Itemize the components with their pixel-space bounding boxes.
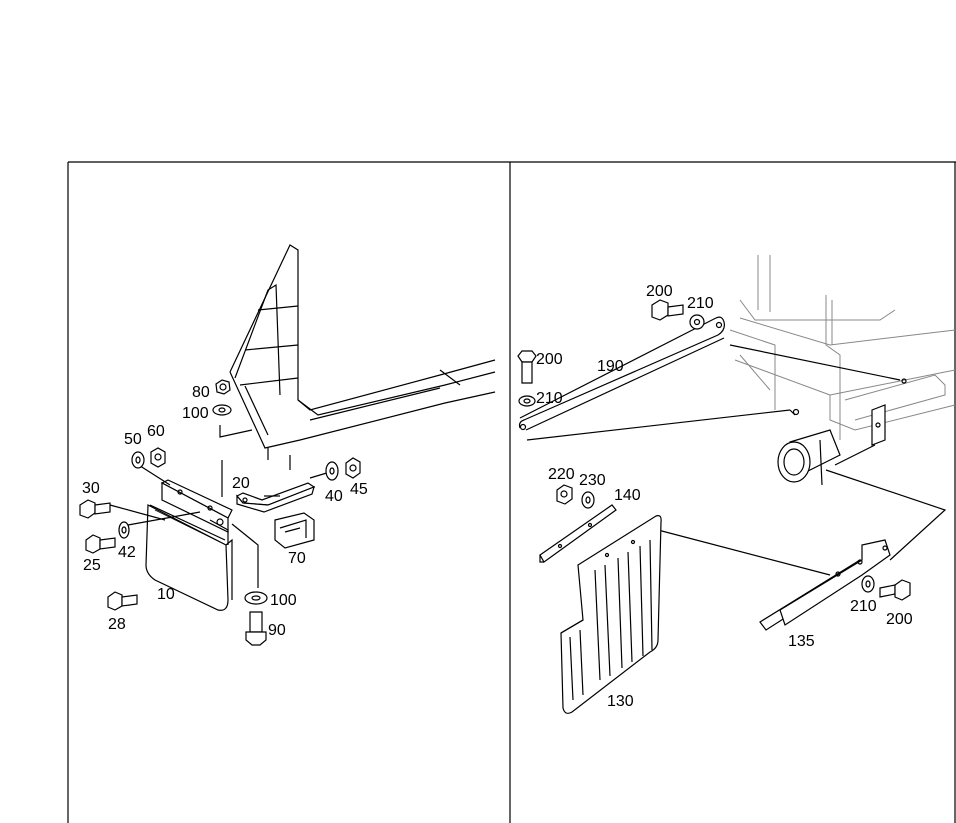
label-45: 45 — [350, 481, 368, 498]
bracket-part — [160, 479, 233, 545]
label-42: 42 — [118, 544, 136, 561]
washer-40-icon — [325, 461, 339, 481]
label-80: 80 — [192, 384, 210, 401]
bracket-20-part — [236, 482, 316, 513]
label-200b: 200 — [536, 351, 563, 368]
washer-100b-icon — [244, 591, 268, 605]
label-60: 60 — [147, 423, 165, 440]
nut-220-icon — [556, 484, 573, 505]
nut-80-icon — [215, 379, 231, 395]
bolt-200c-icon — [879, 579, 911, 601]
mudflap-130-part — [560, 515, 662, 714]
washer-50-icon — [131, 451, 145, 469]
mount-hole-icon-2 — [901, 378, 907, 384]
washer-230-icon — [581, 491, 595, 509]
label-25: 25 — [83, 557, 101, 574]
label-100b: 100 — [270, 592, 297, 609]
bolt-25-icon — [85, 534, 116, 554]
frame-rail — [229, 244, 496, 460]
label-140: 140 — [614, 487, 641, 504]
label-90: 90 — [268, 622, 286, 639]
label-50: 50 — [124, 431, 142, 448]
bolt-200b-icon — [517, 350, 537, 384]
lamp-bracket-part — [871, 404, 886, 446]
label-210c: 210 — [850, 598, 877, 615]
strut-190-part — [518, 316, 725, 431]
right-panel: 200 210 200 190 210 220 230 140 210 200 … — [517, 255, 956, 714]
label-210a: 210 — [687, 295, 714, 312]
nut-60-icon — [150, 447, 166, 468]
label-20: 20 — [232, 475, 250, 492]
label-200c: 200 — [886, 611, 913, 628]
label-100a: 100 — [182, 405, 209, 422]
washer-100a-icon — [212, 404, 232, 416]
washer-210a-icon — [689, 314, 705, 330]
washer-210c-icon — [861, 575, 875, 593]
leader-lines-right — [526, 344, 947, 576]
bolt-200a-icon — [651, 299, 684, 321]
vehicle-body — [729, 255, 956, 440]
round-lamp-part — [777, 429, 841, 486]
left-panel: 80 100 50 60 30 20 40 45 42 25 70 10 100… — [79, 244, 496, 646]
bolt-30-icon — [79, 499, 111, 519]
washer-210b-icon — [518, 395, 536, 407]
washer-42-icon — [118, 521, 130, 539]
label-130: 130 — [607, 693, 634, 710]
rubber-block-part — [274, 512, 315, 549]
label-40: 40 — [325, 488, 343, 505]
label-10: 10 — [157, 586, 175, 603]
label-70: 70 — [288, 550, 306, 567]
label-30: 30 — [82, 480, 100, 497]
label-135: 135 — [788, 633, 815, 650]
label-230: 230 — [579, 472, 606, 489]
bracket-135-part — [759, 539, 891, 631]
label-220: 220 — [548, 466, 575, 483]
mount-hole-icon — [792, 408, 800, 416]
nut-45-icon — [345, 457, 361, 479]
bolt-90-icon — [245, 611, 267, 646]
label-210b: 210 — [536, 390, 563, 407]
label-200a: 200 — [646, 283, 673, 300]
panel-frames — [67, 161, 956, 823]
label-190: 190 — [597, 358, 624, 375]
bolt-28-icon — [107, 591, 138, 611]
strip-140-part — [539, 504, 617, 563]
mudflap-part — [145, 504, 233, 611]
label-28: 28 — [108, 616, 126, 633]
